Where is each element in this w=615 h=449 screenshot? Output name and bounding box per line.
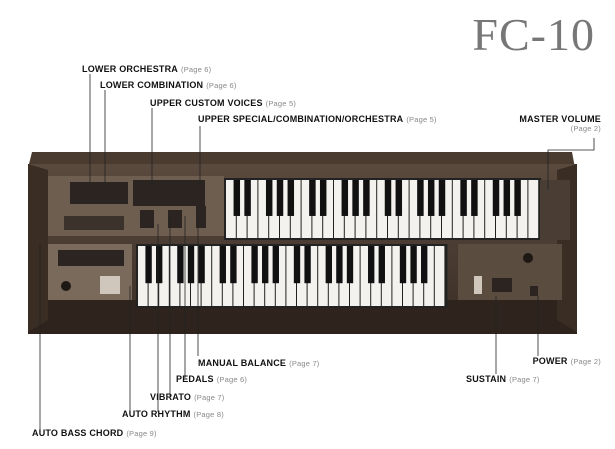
vibrato-callout: VIBRATO(Page 7) [150,392,224,402]
black-key [347,246,353,283]
black-key [320,180,326,216]
black-key [326,246,332,283]
manual-balance-callout: MANUAL BALANCE(Page 7) [198,358,320,368]
black-key [471,180,477,216]
black-key [220,246,226,283]
black-key [304,246,310,283]
lower-keyboard [136,244,447,308]
black-key [336,246,342,283]
black-key [288,180,294,216]
black-key [342,180,348,216]
black-key [439,180,445,216]
white-key [435,246,445,306]
black-key [385,180,391,216]
sustain-callout: SUSTAIN(Page 7) [466,374,540,384]
lower-orchestra-callout: LOWER ORCHESTRA(Page 6) [82,64,211,74]
black-key [244,180,250,216]
black-key [156,246,162,283]
power-callout: POWER(Page 2) [533,356,601,366]
lower-left-panel [48,244,132,300]
black-key [294,246,300,283]
black-key [417,180,423,216]
black-key [188,246,194,283]
lower-combination-callout: LOWER COMBINATION(Page 6) [100,80,237,90]
black-key [145,246,151,283]
black-key [493,180,499,216]
black-key [266,180,272,216]
black-key [428,180,434,216]
upper-special-callout: UPPER SPECIAL/COMBINATION/ORCHESTRA(Page… [198,114,437,124]
black-key [309,180,315,216]
black-key [514,180,520,216]
black-key [230,246,236,283]
upper-keyboard [224,178,541,240]
white-key [528,180,538,238]
black-key [198,246,204,283]
black-key [504,180,510,216]
master-volume-callout: MASTER VOLUME (Page 2) [519,114,601,133]
black-key [277,180,283,216]
black-key [368,246,374,283]
black-key [379,246,385,283]
pedals-callout: PEDALS(Page 6) [176,374,247,384]
black-key [273,246,279,283]
auto-bass-chord-callout: AUTO BASS CHORD(Page 9) [32,428,157,438]
black-key [251,246,257,283]
black-key [410,246,416,283]
auto-rhythm-callout: AUTO RHYTHM(Page 8) [122,409,224,419]
black-key [396,180,402,216]
black-key [421,246,427,283]
black-key [460,180,466,216]
black-key [234,180,240,216]
black-key [352,180,358,216]
black-key [363,180,369,216]
black-key [400,246,406,283]
black-key [177,246,183,283]
black-key [262,246,268,283]
upper-custom-voices-callout: UPPER CUSTOM VOICES(Page 5) [150,98,296,108]
